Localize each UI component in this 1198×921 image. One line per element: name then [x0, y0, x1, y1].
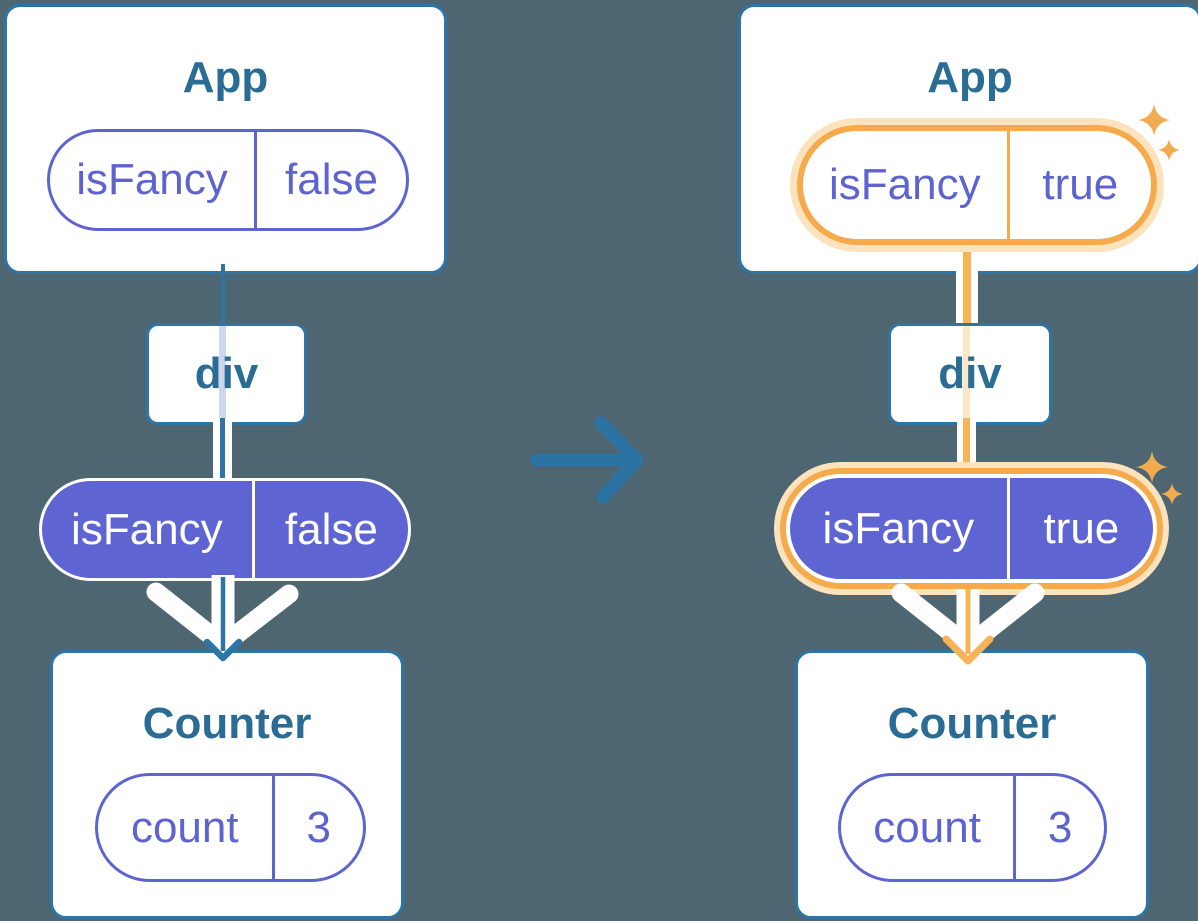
div-card: div	[888, 323, 1052, 425]
prop-pipe	[956, 233, 978, 324]
prop-value: false	[284, 504, 378, 554]
props-pill: isFancy false	[47, 129, 409, 231]
state-value: 3	[306, 802, 332, 852]
prop-value: false	[285, 155, 378, 204]
component-title: App	[182, 53, 269, 102]
div-card: div	[146, 323, 307, 425]
prop-name: isFancy	[790, 478, 1010, 579]
passed-props-pill-highlighted: isFancy true	[786, 474, 1157, 583]
state-name: count	[841, 776, 1017, 879]
component-title: App	[927, 53, 1013, 102]
component-title: div	[938, 349, 1002, 398]
pipe-core	[963, 233, 971, 324]
pipe-edge	[956, 233, 963, 324]
pipe-core	[220, 418, 225, 484]
prop-value: true	[1043, 503, 1120, 553]
flow-arrow-before	[146, 575, 299, 662]
pipe-edge	[971, 233, 978, 324]
props-pill-highlighted: isFancy true	[797, 125, 1157, 245]
pipe-edge	[225, 418, 232, 484]
prop-flow-line	[963, 326, 970, 422]
prop-flow-line	[219, 326, 226, 422]
passed-props-pill: isFancy false	[39, 478, 411, 581]
pipe-edge	[969, 418, 976, 470]
prop-pipe	[957, 418, 976, 470]
component-title: Counter	[142, 699, 312, 748]
pipe-core	[963, 418, 970, 470]
component-title: div	[194, 349, 259, 398]
prop-pipe	[213, 418, 232, 484]
state-name: count	[98, 776, 275, 879]
connector-line	[221, 264, 225, 325]
counter-card: Counter count 3	[50, 650, 404, 919]
counter-card: Counter count 3	[795, 650, 1149, 919]
app-card: App isFancy true	[738, 4, 1198, 274]
prop-name: isFancy	[50, 132, 257, 228]
prop-value: true	[1042, 160, 1119, 209]
state-pill: count 3	[95, 773, 366, 882]
state-value: 3	[1047, 802, 1073, 852]
pipe-edge	[213, 418, 220, 484]
prop-name: isFancy	[42, 481, 255, 578]
app-card: App isFancy false	[4, 4, 447, 274]
component-title: Counter	[887, 699, 1057, 748]
state-pill: count 3	[838, 773, 1107, 882]
transition-arrow-icon	[530, 416, 644, 504]
prop-name: isFancy	[803, 131, 1010, 239]
pipe-edge	[957, 418, 964, 470]
